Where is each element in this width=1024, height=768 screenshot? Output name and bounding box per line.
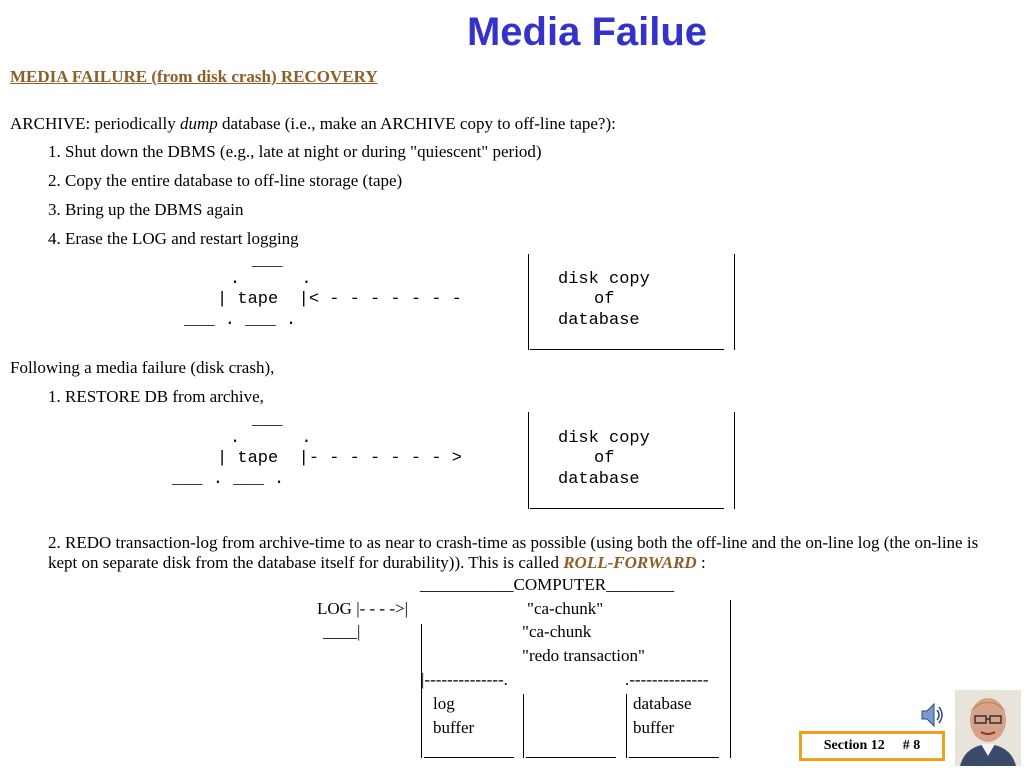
disk-left-border-2	[528, 412, 529, 509]
tape-top-2: ___	[252, 411, 283, 430]
slide-title: Media Failue	[466, 10, 708, 54]
disk-bottom-border	[530, 349, 724, 350]
redo-text: 2. REDO transaction-log from archive-tim…	[48, 533, 979, 572]
tape-bottom: ___ . ___ .	[184, 311, 297, 330]
log-arrow: LOG |- - - ->|	[317, 599, 408, 618]
tape-label-2: | tape |- - - - - - - >	[217, 449, 462, 468]
disk-bottom-border-2	[530, 508, 724, 509]
tape-bottom-2: ___ . ___ .	[172, 470, 285, 489]
archive-prefix: ARCHIVE: periodically	[10, 114, 180, 133]
archive-step-2: 2. Copy the entire database to off-line …	[48, 171, 403, 190]
disk-right-border-2	[734, 412, 735, 509]
log-buffer-line-1: log	[433, 694, 455, 713]
ca-chunk: "ca-chunk	[522, 622, 592, 641]
tape-dots: . .	[230, 270, 312, 289]
divider-left: |--------------.	[421, 670, 508, 689]
disk-line-3: database	[558, 311, 640, 330]
db-buffer-line-2: buffer	[633, 718, 675, 737]
disk-line-1-2: disk copy	[558, 429, 650, 448]
computer-label: ___________COMPUTER________	[420, 575, 675, 594]
log-buffer-bottom	[424, 757, 514, 758]
archive-intro: ARCHIVE: periodically dump database (i.e…	[10, 114, 616, 134]
db-buffer-line-1: database	[633, 694, 692, 713]
middle-buffer-bottom	[526, 757, 616, 758]
db-buffer-bottom	[629, 757, 719, 758]
disk-line-1: disk copy	[558, 270, 650, 289]
disk-line-3-2: database	[558, 470, 640, 489]
roll-forward-emph: ROLL-FORWARD	[563, 553, 697, 572]
ca-chunk-quoted: "ca-chunk"	[527, 599, 604, 618]
redo-paragraph: 2. REDO transaction-log from archive-tim…	[48, 533, 1008, 573]
db-buffer-left-border	[626, 694, 627, 758]
archive-step-1: 1. Shut down the DBMS (e.g., late at nig…	[48, 142, 542, 161]
page-label: # 8	[902, 738, 921, 753]
presenter-photo	[955, 690, 1021, 766]
log-under: ____|	[323, 622, 361, 641]
computer-right-border	[730, 600, 731, 758]
redo-transaction: "redo transaction"	[522, 646, 645, 665]
archive-emph: dump	[179, 114, 218, 133]
archive-step-3: 3. Bring up the DBMS again	[48, 200, 244, 219]
section-label: Section 12	[823, 738, 885, 753]
disk-line-2-2: of	[594, 449, 615, 468]
computer-left-border	[421, 624, 422, 758]
log-buffer-line-2: buffer	[433, 718, 475, 737]
redo-suffix: :	[696, 553, 706, 572]
tape-top: ___	[252, 252, 283, 271]
section-heading: MEDIA FAILURE (from disk crash) RECOVERY	[10, 67, 378, 86]
tape-dots-2: . .	[230, 429, 312, 448]
failure-intro: Following a media failure (disk crash),	[10, 358, 275, 377]
disk-line-2: of	[594, 290, 615, 309]
log-buffer-right-border	[523, 694, 524, 758]
archive-step-4: 4. Erase the LOG and restart logging	[48, 229, 299, 248]
section-badge: Section 12 # 8	[799, 731, 945, 761]
disk-right-border	[734, 254, 735, 350]
tape-label: | tape |< - - - - - - -	[217, 290, 462, 309]
speaker-icon[interactable]	[919, 699, 945, 731]
restore-step: 1. RESTORE DB from archive,	[48, 387, 264, 406]
disk-left-border	[528, 254, 529, 350]
archive-suffix: database (i.e., make an ARCHIVE copy to …	[217, 114, 616, 133]
divider-right: .--------------	[625, 670, 709, 689]
